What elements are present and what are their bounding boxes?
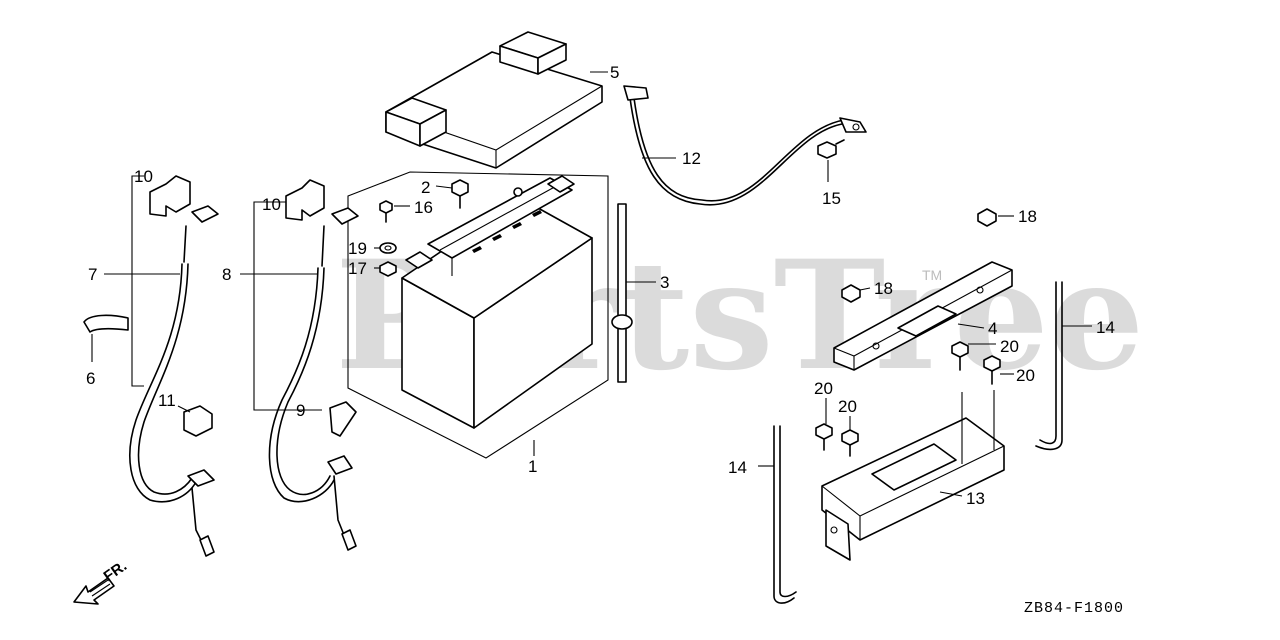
callout-18b[interactable]: 18 [874, 279, 893, 298]
part-battery-cover[interactable] [385, 31, 603, 169]
callout-1[interactable]: 1 [528, 457, 537, 476]
part-bolt-20b[interactable] [983, 355, 1001, 385]
part-terminal-boot-9[interactable] [329, 401, 357, 437]
callout-19[interactable]: 19 [348, 239, 367, 258]
callout-11[interactable]: 11 [158, 391, 176, 410]
part-terminal-cover-10a[interactable] [149, 175, 191, 217]
part-nut-17[interactable] [379, 261, 397, 277]
part-j-bolt-14b[interactable] [773, 425, 797, 604]
callout-5[interactable]: 5 [610, 63, 619, 82]
callout-7[interactable]: 7 [88, 265, 97, 284]
part-terminal-11[interactable] [183, 405, 213, 437]
arrow-icon [73, 577, 115, 605]
part-battery-rod[interactable] [611, 203, 633, 383]
watermark-trademark: TM [922, 267, 942, 283]
callout-10a[interactable]: 10 [134, 167, 153, 186]
part-nut-18b[interactable] [841, 284, 861, 303]
part-battery-tray[interactable] [821, 417, 1005, 561]
part-battery-cable[interactable] [623, 85, 867, 206]
callout-18a[interactable]: 18 [1018, 207, 1037, 226]
part-screw-16[interactable] [379, 200, 393, 223]
part-bolt-20c[interactable] [815, 423, 833, 451]
leader-lines [91, 71, 1092, 497]
callout-13[interactable]: 13 [966, 489, 985, 508]
part-clamp-6[interactable] [83, 314, 129, 333]
part-battery[interactable] [347, 171, 609, 459]
part-bolt-20d[interactable] [841, 429, 859, 457]
callout-20a[interactable]: 20 [1000, 337, 1019, 356]
callout-labels: 1 2 3 4 5 6 7 8 9 10 10 11 12 13 14 14 1… [86, 63, 1115, 508]
callout-20c[interactable]: 20 [814, 379, 833, 398]
callout-15[interactable]: 15 [822, 189, 841, 208]
callout-20b[interactable]: 20 [1016, 366, 1035, 385]
callout-6[interactable]: 6 [86, 369, 95, 388]
part-washer-19[interactable] [379, 242, 397, 254]
part-bolt-20a[interactable] [951, 341, 969, 371]
callout-2[interactable]: 2 [421, 178, 430, 197]
part-harness-8[interactable] [268, 207, 359, 551]
diagram-code: ZB84-F1800 [1024, 600, 1124, 617]
callout-3[interactable]: 3 [660, 273, 669, 292]
part-nut-18a[interactable] [977, 208, 997, 227]
callout-10b[interactable]: 10 [262, 195, 281, 214]
part-terminal-screw[interactable] [451, 179, 469, 209]
part-terminal-cover-10b[interactable] [285, 179, 325, 221]
callout-14b[interactable]: 14 [728, 458, 747, 477]
callout-4[interactable]: 4 [988, 319, 997, 338]
part-battery-bracket-upper[interactable] [833, 261, 1013, 371]
callout-9[interactable]: 9 [296, 401, 305, 420]
callout-16[interactable]: 16 [414, 198, 433, 217]
part-j-bolt-14a[interactable] [1035, 281, 1063, 451]
callout-20d[interactable]: 20 [838, 397, 857, 416]
front-direction-indicator: FR. [73, 557, 130, 605]
part-harness-7[interactable] [129, 205, 219, 557]
callout-8[interactable]: 8 [222, 265, 231, 284]
part-bolt-15[interactable] [817, 139, 845, 159]
callout-14a[interactable]: 14 [1096, 318, 1115, 337]
callout-12[interactable]: 12 [682, 149, 701, 168]
callout-17[interactable]: 17 [348, 259, 367, 278]
